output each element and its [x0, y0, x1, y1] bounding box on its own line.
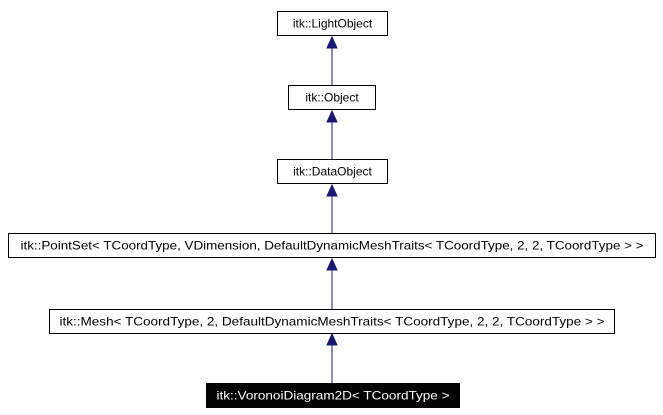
edge-arrowhead — [326, 109, 338, 123]
node-lightobject[interactable]: itk::LightObject — [277, 11, 388, 36]
edge-pointset-to-dataobject — [326, 183, 338, 233]
node-label-lightobject: itk::LightObject — [293, 17, 373, 31]
edge-voronoi-to-mesh — [326, 332, 338, 383]
node-box — [8, 233, 656, 258]
node-label-dataobject: itk::DataObject — [293, 165, 372, 179]
edge-arrowhead — [326, 332, 338, 346]
edge-arrowhead — [326, 183, 338, 197]
edge-arrowhead — [326, 257, 338, 271]
node-box — [277, 159, 388, 184]
edges — [326, 35, 338, 383]
edge-object-to-lightobject — [326, 35, 338, 85]
edge-mesh-to-pointset — [326, 257, 338, 309]
edge-arrowhead — [326, 35, 338, 49]
node-box — [288, 85, 376, 110]
node-box — [277, 11, 388, 36]
node-label-pointset: itk::PointSet< TCoordType, VDimension, D… — [21, 239, 644, 253]
node-box — [49, 309, 615, 334]
node-box-current — [206, 383, 460, 408]
node-voronoi-current[interactable]: itk::VoronoiDiagram2D< TCoordType > — [206, 383, 460, 408]
node-mesh[interactable]: itk::Mesh< TCoordType, 2, DefaultDynamic… — [49, 309, 615, 334]
node-pointset[interactable]: itk::PointSet< TCoordType, VDimension, D… — [8, 233, 656, 258]
nodes: itk::LightObject itk::Object itk::DataOb… — [8, 11, 656, 408]
node-label-object: itk::Object — [305, 91, 359, 105]
node-label-voronoi: itk::VoronoiDiagram2D< TCoordType > — [217, 389, 450, 403]
node-label-mesh: itk::Mesh< TCoordType, 2, DefaultDynamic… — [60, 315, 605, 329]
node-dataobject[interactable]: itk::DataObject — [277, 159, 388, 184]
edge-dataobject-to-object — [326, 109, 338, 159]
node-object[interactable]: itk::Object — [288, 85, 376, 110]
